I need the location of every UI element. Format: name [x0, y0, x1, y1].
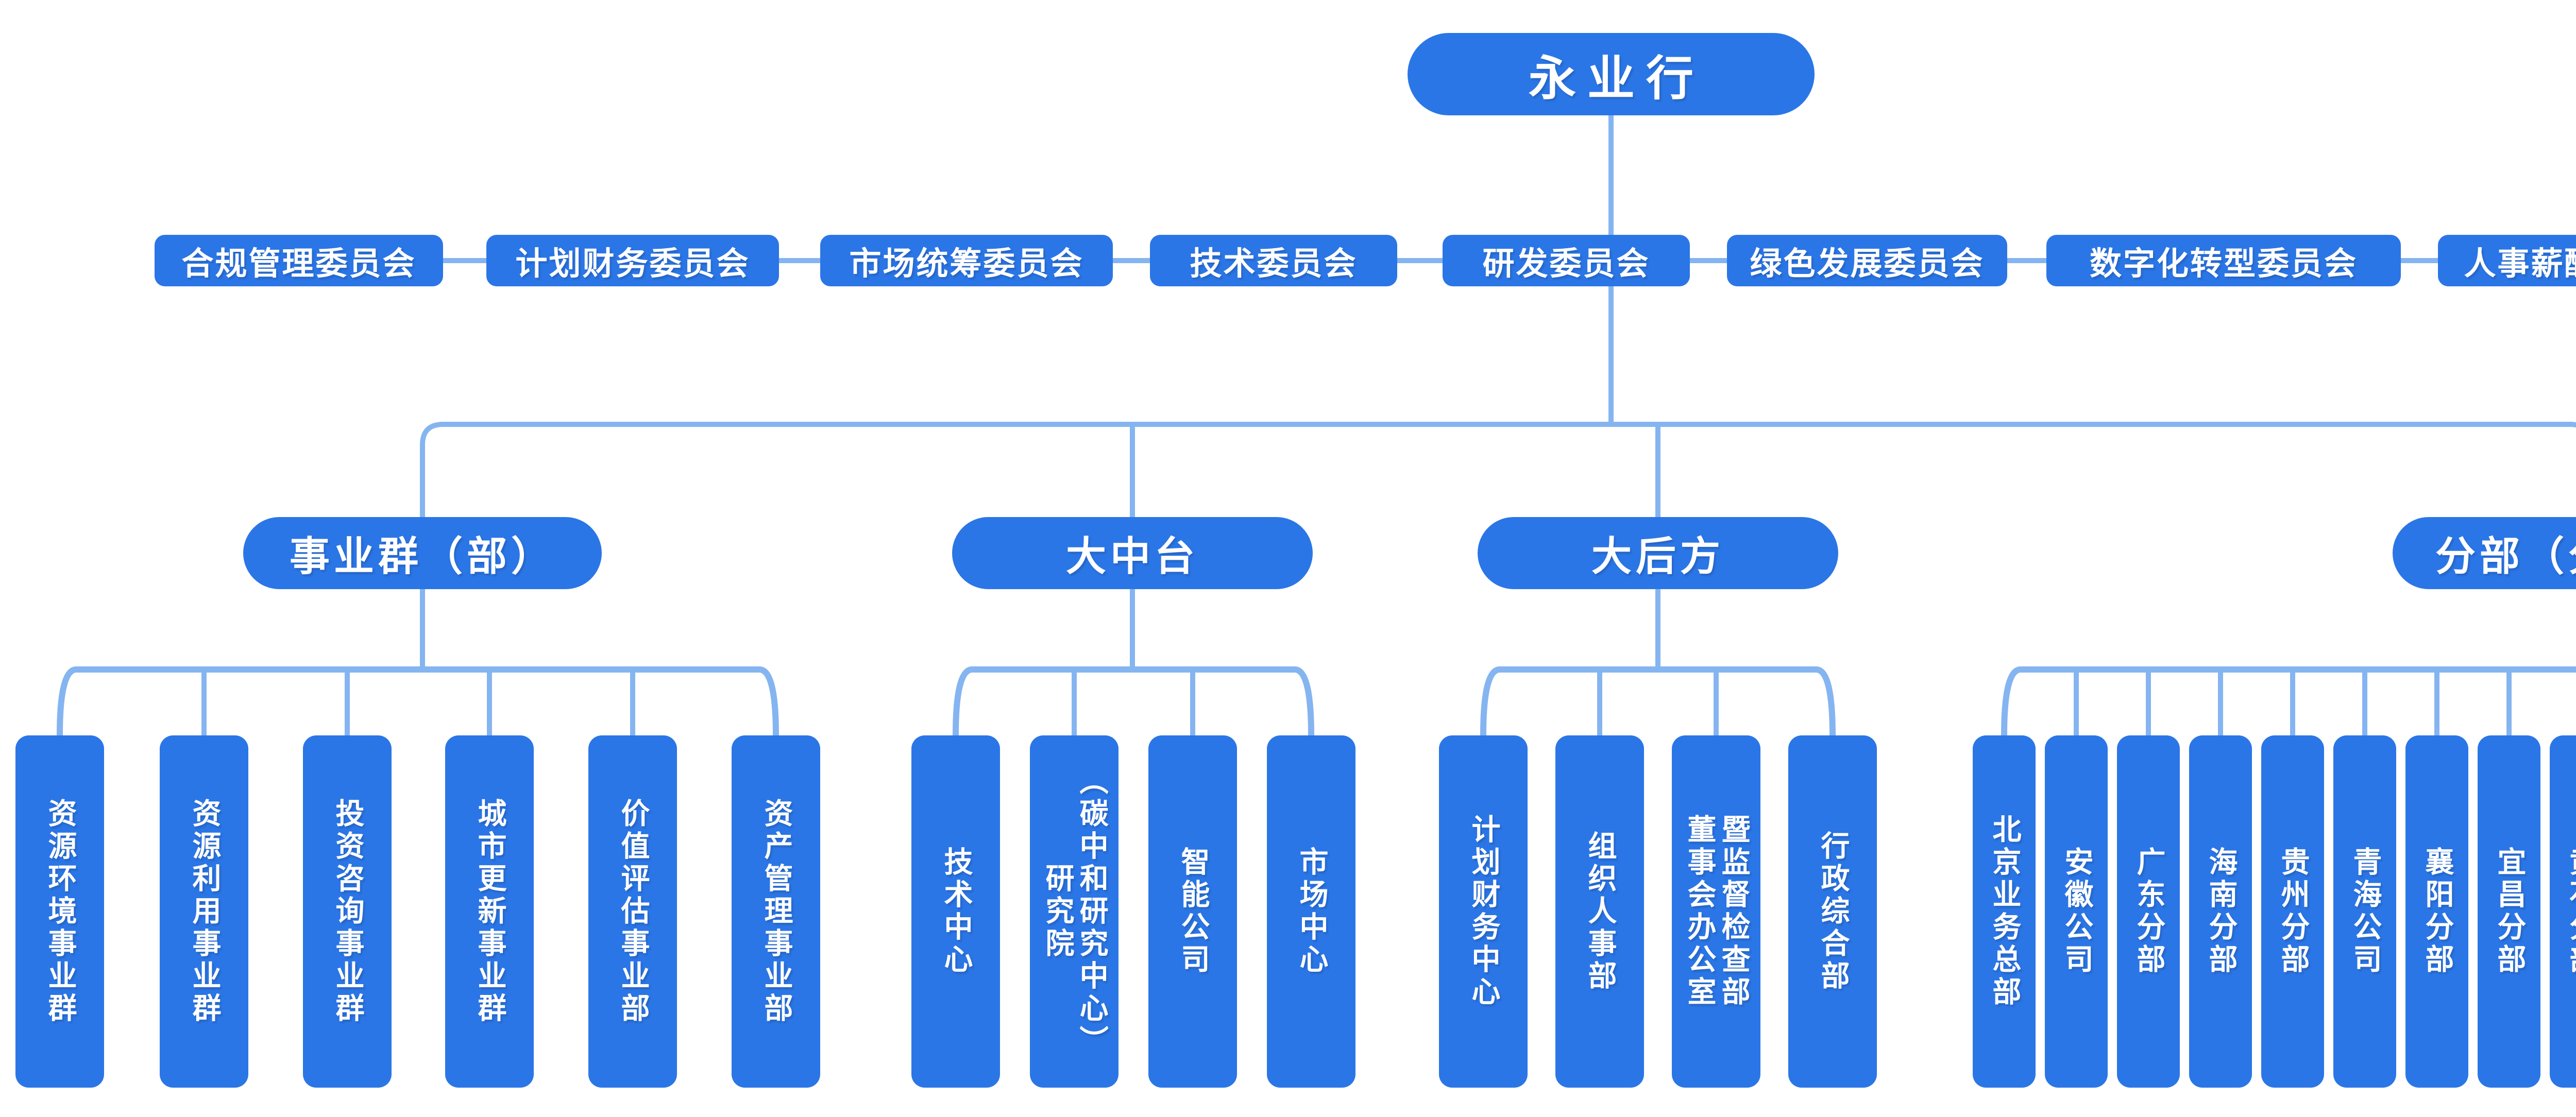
leaf-label: 行政综合部 [1816, 830, 1850, 993]
leaf-label: 董事会办公室 暨监督检查部 [1683, 814, 1751, 1009]
leaf-node: 资源环境事业群 [15, 735, 104, 1088]
committee-node: 计划财务委员会 [486, 235, 779, 286]
leaf-node: 襄阳分部 [2405, 735, 2468, 1088]
leaf-label: 智能公司 [1176, 847, 1210, 976]
leaf-node: 宜昌分部 [2478, 735, 2540, 1088]
connector-thin-lines [201, 113, 2576, 738]
leaf-node: 资产管理事业部 [732, 735, 820, 1088]
division-header: 大后方 [1478, 517, 1838, 589]
leaf-node: 计划财务中心 [1439, 735, 1528, 1088]
committee-node: 合规管理委员会 [155, 235, 443, 286]
leaf-label: 资产管理事业部 [759, 798, 793, 1025]
connector-bus-lines [57, 666, 2576, 738]
leaf-label: 广东分部 [2132, 847, 2166, 976]
committee-node: 研发委员会 [1443, 235, 1690, 286]
leaf-label: 贵州分部 [2276, 847, 2310, 976]
division-header: 大中台 [952, 517, 1313, 589]
leaf-node: 研究院 （碳中和研究中心） [1030, 735, 1118, 1088]
leaf-label: 海南分部 [2204, 847, 2238, 976]
leaf-label: 襄阳分部 [2420, 847, 2454, 976]
leaf-label: 安徽公司 [2060, 847, 2094, 976]
root-node: 永业行 [1408, 33, 1815, 115]
leaf-label: 北京业务总部 [1988, 814, 2022, 1009]
leaf-node: 资源利用事业群 [160, 735, 248, 1088]
leaf-label: 市场中心 [1295, 847, 1329, 976]
leaf-node: 市场中心 [1267, 735, 1355, 1088]
leaf-node: 智能公司 [1148, 735, 1237, 1088]
leaf-label: 青海公司 [2348, 847, 2382, 976]
leaf-label: 技术中心 [939, 847, 973, 976]
leaf-label: 价值评估事业部 [616, 798, 650, 1025]
leaf-label: 黄石分部 [2565, 847, 2576, 976]
division-header: 事业群（部） [243, 517, 602, 589]
committee-node: 人事薪酬委员会 [2438, 235, 2576, 286]
leaf-label: 城市更新事业群 [473, 798, 507, 1025]
leaf-node: 北京业务总部 [1973, 735, 2036, 1088]
leaf-node: 安徽公司 [2045, 735, 2108, 1088]
committee-node: 绿色发展委员会 [1727, 235, 2007, 286]
leaf-label: 组织人事部 [1583, 830, 1617, 993]
leaf-node: 城市更新事业群 [445, 735, 534, 1088]
leaf-label: 投资咨询事业群 [331, 798, 365, 1025]
leaf-label: 资源利用事业群 [188, 798, 222, 1025]
leaf-node: 投资咨询事业群 [303, 735, 392, 1088]
leaf-node: 组织人事部 [1555, 735, 1644, 1088]
leaf-node: 青海公司 [2333, 735, 2396, 1088]
leaf-node: 价值评估事业部 [588, 735, 677, 1088]
committee-node: 市场统筹委员会 [820, 235, 1113, 286]
leaf-node: 贵州分部 [2261, 735, 2324, 1088]
leaf-node: 黄石分部 [2550, 735, 2576, 1088]
leaf-node: 海南分部 [2189, 735, 2252, 1088]
leaf-label: 研究院 （碳中和研究中心） [1041, 765, 1109, 1058]
committee-node: 技术委员会 [1150, 235, 1397, 286]
leaf-node: 技术中心 [911, 735, 1000, 1088]
leaf-label: 资源环境事业群 [43, 798, 77, 1025]
committee-node: 数字化转型委员会 [2046, 235, 2401, 286]
leaf-label: 宜昌分部 [2493, 847, 2527, 976]
leaf-label: 计划财务中心 [1467, 814, 1501, 1009]
leaf-node: 行政综合部 [1788, 735, 1877, 1088]
leaf-node: 广东分部 [2117, 735, 2180, 1088]
division-header: 分部（分公司） [2393, 517, 2576, 589]
leaf-node: 董事会办公室 暨监督检查部 [1672, 735, 1760, 1088]
